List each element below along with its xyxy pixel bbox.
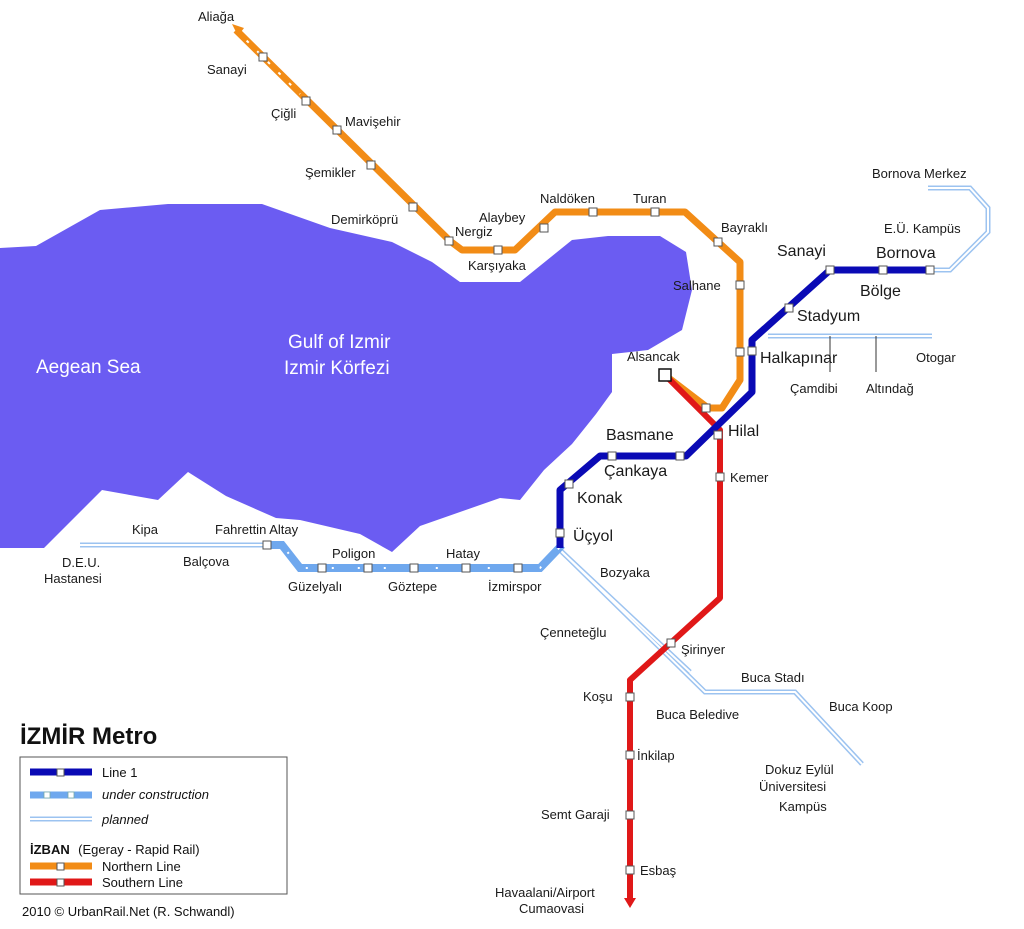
legend-southern-label: Southern Line — [102, 875, 183, 890]
station-camdibi: Çamdibi — [790, 381, 838, 396]
station-bornova-merkez: Bornova Merkez — [872, 166, 967, 181]
station-demirkopru: Demirköprü — [331, 212, 398, 227]
station-esbas: Esbaş — [640, 863, 677, 878]
station-bayrakli: Bayraklı — [721, 220, 768, 235]
station-karsiyaka: Karşıyaka — [468, 258, 527, 273]
station-ucyol: Üçyol — [573, 527, 613, 545]
station-altindag: Altındağ — [866, 381, 914, 396]
station-semikler: Şemikler — [305, 165, 356, 180]
station-otogar: Otogar — [916, 350, 956, 365]
station-havaalani: Havaalani/Airport — [495, 885, 595, 900]
station-fahrettin-altay: Fahrettin Altay — [215, 522, 299, 537]
station-eu-kampus: E.Ü. Kampüs — [884, 221, 961, 236]
izban-northern-line — [232, 24, 744, 412]
station-buca-koop: Buca Koop — [829, 699, 893, 714]
construction-labels: Fahrettin Altay Poligon Hatay Güzelyalı … — [44, 522, 542, 594]
legend-box — [19, 756, 288, 895]
station-kosu: Koşu — [583, 689, 613, 704]
station-deu-hastanesi: Hastanesi — [44, 571, 102, 586]
gulf-water — [0, 204, 692, 552]
gulf-label-en: Gulf of Izmir — [288, 332, 391, 353]
station-naldoken: Naldöken — [540, 191, 595, 206]
station-bozyaka: Bozyaka — [600, 565, 651, 580]
station-cankaya: Çankaya — [604, 463, 667, 480]
gulf-label-tr: Izmir Körfezi — [284, 358, 390, 379]
station-mavisehir: Mavişehir — [345, 114, 401, 129]
station-buca-stadi: Buca Stadı — [741, 670, 805, 685]
station-deu: D.E.U. — [62, 555, 100, 570]
station-kampus: Kampüs — [779, 799, 827, 814]
station-sanayi-north: Sanayi — [207, 62, 247, 77]
legend-izban-rest: (Egeray - Rapid Rail) — [78, 842, 199, 857]
station-guzelyali: Güzelyalı — [288, 579, 342, 594]
legend-line1-label: Line 1 — [102, 765, 137, 780]
station-kipa: Kipa — [132, 522, 159, 537]
station-bornova: Bornova — [876, 245, 936, 262]
station-goztepe: Göztepe — [388, 579, 437, 594]
station-buca-belediye: Buca Beledive — [656, 707, 739, 722]
station-hilal: Hilal — [728, 423, 759, 440]
legend-construction-label: under construction — [102, 787, 209, 802]
station-sanayi-east: Sanayi — [777, 243, 826, 260]
station-izmirspor: İzmirspor — [488, 579, 542, 594]
station-cenneteglu: Çenneteğlu — [540, 625, 607, 640]
station-inkilap: İnkilap — [637, 748, 675, 763]
station-poligon: Poligon — [332, 546, 375, 561]
legend-northern-label: Northern Line — [102, 859, 181, 874]
station-hatay: Hatay — [446, 546, 480, 561]
station-markers — [258, 52, 935, 875]
station-stadyum: Stadyum — [797, 308, 860, 325]
station-alsancak: Alsancak — [627, 349, 680, 364]
station-universitesi: Üniversitesi — [759, 779, 826, 794]
station-basmane: Basmane — [606, 427, 674, 444]
station-turan: Turan — [633, 191, 666, 206]
station-halkapinar: Halkapınar — [760, 350, 838, 367]
station-aliaga: Aliağa — [198, 9, 235, 24]
aegean-sea-label: Aegean Sea — [36, 357, 141, 378]
northern-labels: Aliağa Sanayi Çiğli Mavişehir Şemikler D… — [198, 9, 768, 364]
legend: Line 1 under construction planned İZBAN … — [19, 756, 288, 895]
station-cumaovasi: Cumaovasi — [519, 901, 584, 916]
credit-line: 2010 © UrbanRail.Net (R. Schwandl) — [22, 904, 235, 919]
station-kemer: Kemer — [730, 470, 769, 485]
station-dokuz-eylul: Dokuz Eylül — [765, 762, 834, 777]
legend-planned-label: planned — [101, 812, 149, 827]
map-title: İZMİR Metro — [20, 723, 157, 750]
legend-izban-heading: İZBAN (Egeray - Rapid Rail) — [30, 841, 200, 858]
line-under-construction — [265, 541, 565, 572]
legend-izban-bold: İZBAN — [30, 842, 70, 857]
station-konak: Konak — [577, 490, 623, 507]
station-semt-garaji: Semt Garaji — [541, 807, 610, 822]
line1-labels: Bornova Bölge Sanayi Stadyum Halkapınar … — [573, 166, 967, 545]
station-salhane: Salhane — [673, 278, 721, 293]
station-balcova: Balçova — [183, 554, 230, 569]
station-cigli: Çiğli — [271, 106, 296, 121]
station-alaybey: Alaybey — [479, 210, 526, 225]
southern-labels: Kemer Şirinyer Koşu İnkilap Semt Garaji … — [495, 470, 893, 916]
station-sirinyer: Şirinyer — [681, 642, 726, 657]
planned-lines — [80, 185, 991, 766]
station-nergiz: Nergiz — [455, 224, 493, 239]
station-bolge: Bölge — [860, 283, 901, 300]
